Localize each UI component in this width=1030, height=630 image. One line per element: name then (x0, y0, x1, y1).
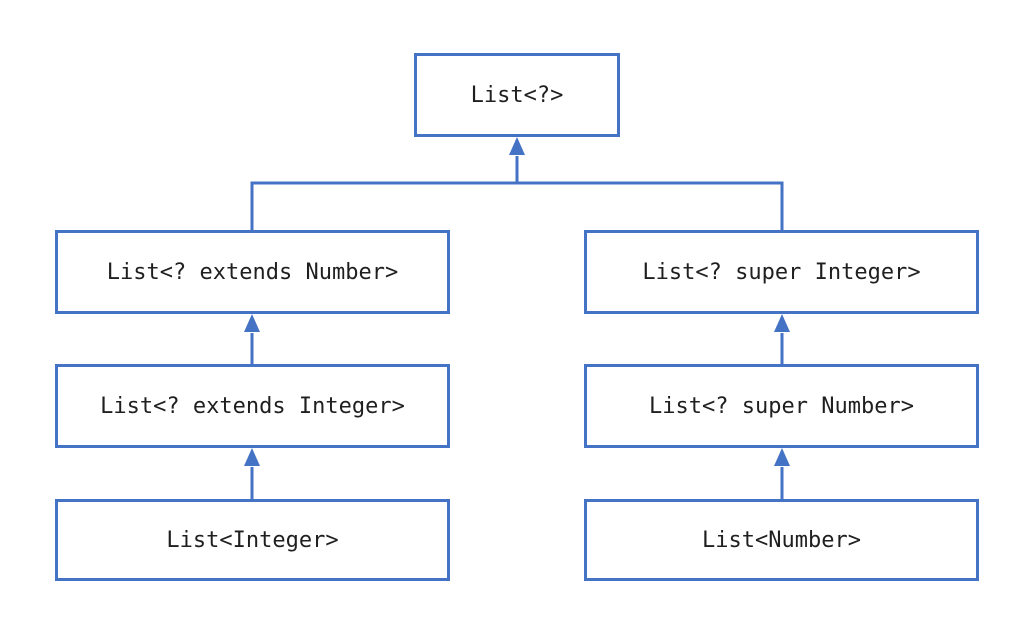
node-list-integer: List<Integer> (55, 499, 450, 581)
node-list-number: List<Number> (584, 499, 979, 581)
node-list-super-number: List<? super Number> (584, 364, 979, 448)
node-label: List<Number> (702, 527, 861, 553)
right-1-arrowhead (774, 314, 790, 332)
node-label: List<? super Number> (649, 393, 914, 419)
node-label: List<? super Integer> (642, 259, 921, 285)
left-1-arrowhead (244, 314, 260, 332)
node-list-extends-integer: List<? extends Integer> (55, 364, 450, 448)
left-2-arrowhead (244, 448, 260, 466)
node-list-extends-number: List<? extends Number> (55, 230, 450, 314)
node-list-super-integer: List<? super Integer> (584, 230, 979, 314)
node-label: List<? extends Integer> (100, 393, 405, 419)
node-list-wildcard: List<?> (414, 53, 620, 137)
node-label: List<? extends Number> (106, 259, 399, 285)
node-label: List<?> (470, 82, 564, 108)
top-arrowhead (509, 137, 525, 155)
right-2-arrowhead (774, 448, 790, 466)
branch-connector (250, 181, 784, 230)
node-label: List<Integer> (166, 527, 339, 553)
